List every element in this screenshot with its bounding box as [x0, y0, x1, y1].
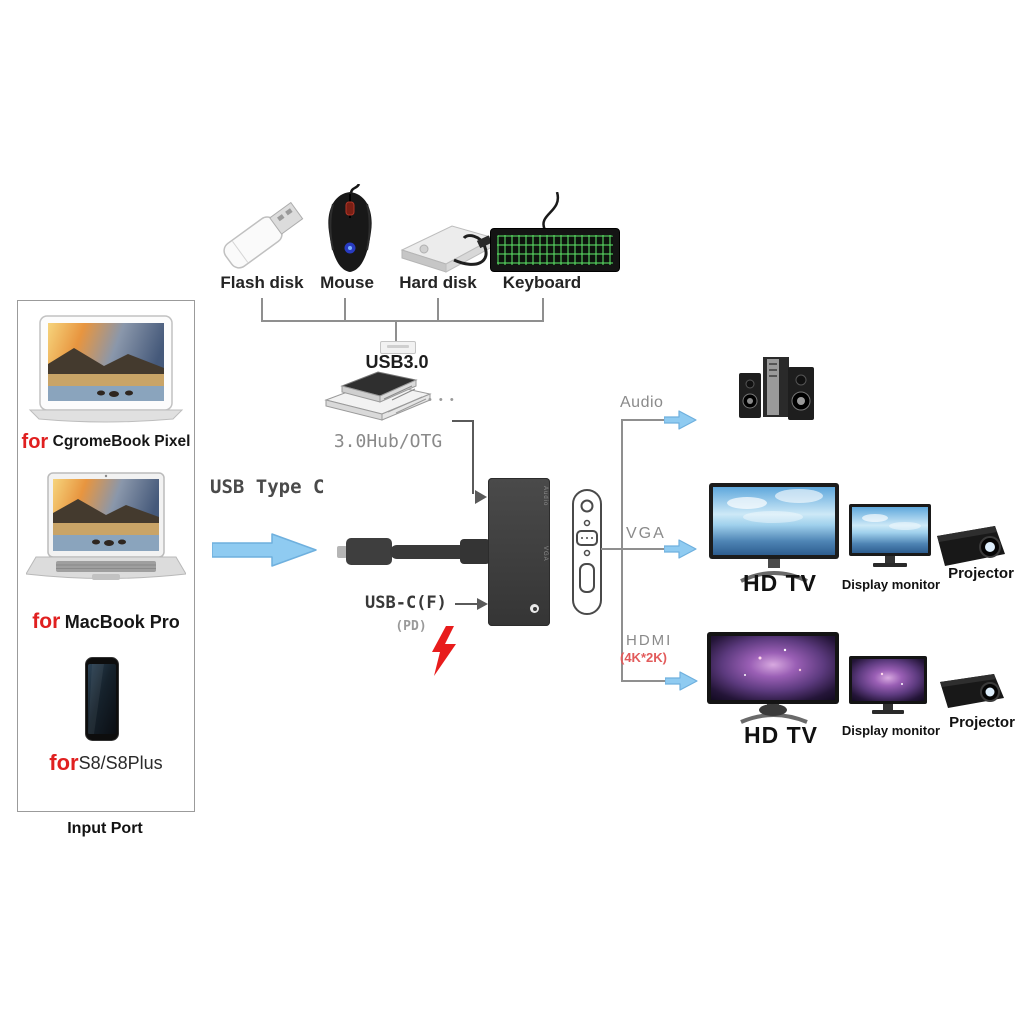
- device-name: S8/S8Plus: [78, 752, 163, 773]
- hdtv-hdmi-image: [707, 632, 839, 724]
- flash-disk-label: Flash disk: [220, 273, 304, 292]
- audio-line: [621, 419, 666, 421]
- hdtv-vga-image: [709, 483, 839, 583]
- input-port-caption: Input Port: [67, 820, 143, 837]
- adapter-hub-body: Audio VGA: [488, 478, 550, 626]
- keyboard-cable: [542, 192, 560, 230]
- audio-label: Audio: [620, 394, 664, 411]
- cable-strain-relief: [460, 539, 490, 564]
- usbcf-arrow-line: [455, 603, 477, 605]
- monitor-hdmi-image: [849, 656, 927, 714]
- bracket-line: [437, 298, 439, 322]
- projector-vga-label: Projector: [948, 564, 1014, 582]
- projector-hdmi-label: Projector: [949, 713, 1015, 731]
- device-name: CgromeBook Pixel: [52, 433, 191, 450]
- pd-label: (PD): [395, 618, 427, 634]
- hub-port-text: VGA: [542, 546, 548, 562]
- adapter-cable: [390, 545, 472, 559]
- otg-arrowhead-icon: [475, 490, 487, 504]
- for-prefix: for: [21, 430, 49, 453]
- hard-disk-icon: [400, 225, 496, 273]
- bracket-line: [542, 298, 544, 322]
- projector-hdmi-image: [940, 674, 1004, 708]
- hub-ellipsis: • • •: [428, 394, 456, 406]
- usb3-port-icon: [380, 341, 416, 354]
- usb-type-c-label: USB Type C: [210, 476, 325, 498]
- hub-otg-icon: [324, 371, 432, 421]
- usbcf-label: USB-C(F): [365, 593, 447, 613]
- hub-port-text: Audio: [542, 486, 548, 507]
- keyboard-icon: [490, 228, 620, 272]
- keyboard-label: Keyboard: [502, 273, 582, 292]
- lightning-bolt-icon: [432, 626, 456, 676]
- usbc-plug-tip: [337, 546, 347, 558]
- smartphone-image: [85, 657, 119, 741]
- flash-disk-icon: [223, 201, 304, 269]
- hub-otg-label: 3.0Hub/OTG: [333, 430, 443, 452]
- hard-disk-label: Hard disk: [399, 273, 477, 292]
- mouse-icon: [328, 184, 372, 272]
- projector-vga-image: [937, 526, 1005, 566]
- hdtv-hdmi-label: HD TV: [744, 721, 818, 748]
- audio-arrow-icon: [664, 410, 697, 430]
- hub-logo-icon: [530, 604, 539, 613]
- vga-line: [601, 548, 665, 550]
- usb-type-c-arrow-icon: [212, 533, 317, 567]
- keyboard-keys: [497, 235, 613, 265]
- hdmi-line: [621, 680, 667, 682]
- usbcf-arrowhead-icon: [477, 598, 488, 610]
- bracket-line: [344, 298, 346, 322]
- monitor-hdmi-label: Display monitor: [841, 722, 941, 738]
- trunk-line: [621, 420, 623, 682]
- device-label-chromebook: for CgromeBook Pixel: [18, 429, 194, 455]
- chromebook-laptop-image: [28, 315, 184, 423]
- device-name: MacBook Pro: [64, 611, 180, 632]
- otg-arrow-line: [472, 420, 474, 494]
- hdtv-vga-label: HD TV: [743, 569, 817, 596]
- for-prefix: for: [32, 610, 61, 633]
- hdmi-resolution-label: (4K*2K): [620, 650, 667, 665]
- hdmi-label: HDMI: [626, 632, 673, 649]
- hdmi-arrow-icon: [665, 671, 698, 691]
- otg-arrow-line: [452, 420, 474, 422]
- bracket-line: [261, 298, 263, 322]
- device-label-macbook: for MacBook Pro: [18, 607, 194, 637]
- for-prefix: for: [49, 750, 79, 775]
- bracket-line: [261, 320, 544, 322]
- usbc-plug-body: [346, 538, 392, 565]
- mouse-label: Mouse: [320, 273, 374, 292]
- macbook-laptop-image: [26, 472, 186, 580]
- vga-arrow-icon: [664, 539, 697, 559]
- monitor-vga-image: [849, 504, 931, 567]
- port-panel-icon: [572, 489, 602, 615]
- speakers-icon: [739, 357, 814, 420]
- monitor-vga-label: Display monitor: [841, 576, 941, 592]
- bracket-line: [395, 320, 397, 342]
- input-devices-panel: for CgromeBook Pixel for MacBook Pro for…: [17, 300, 195, 812]
- vga-label: VGA: [626, 525, 666, 542]
- usb3-label: USB3.0: [365, 351, 429, 372]
